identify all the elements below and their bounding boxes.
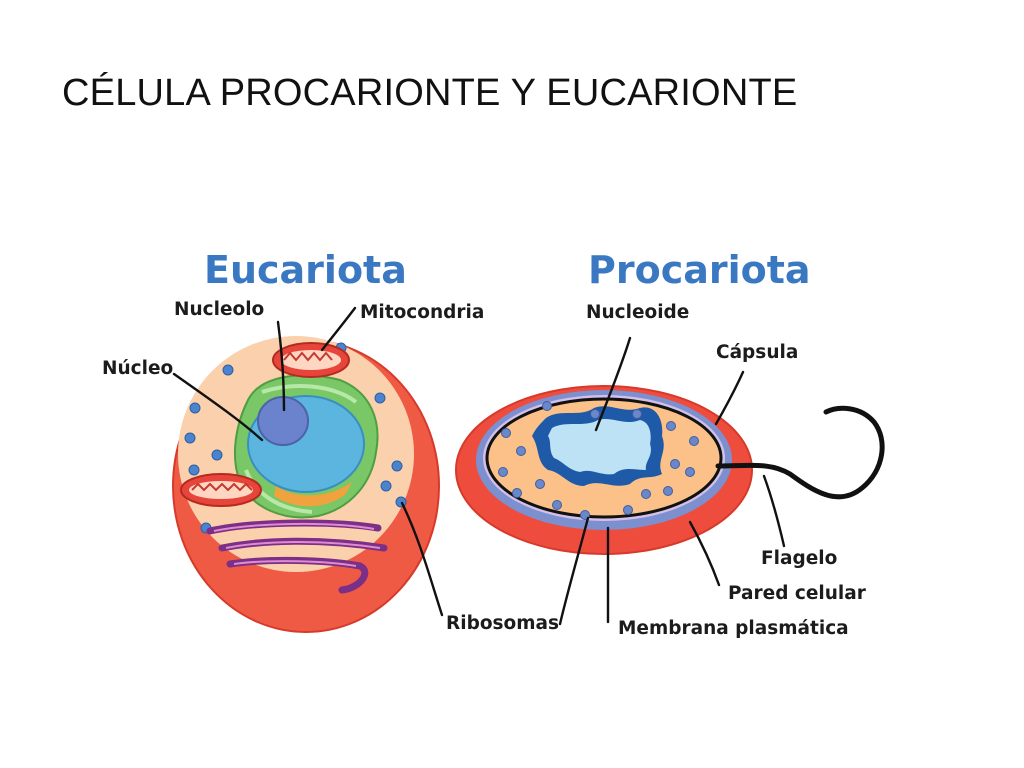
flagellum — [715, 405, 885, 500]
leader-nucleolo — [276, 320, 286, 412]
label-membrana-plasmatica: Membrana plasmática — [618, 618, 849, 639]
prokaryotic-cell — [455, 385, 885, 555]
label-mitocondria: Mitocondria — [360, 302, 484, 323]
prokaryote-heading: Procariota — [588, 248, 811, 292]
leader-ribosomas — [400, 501, 444, 617]
label-nucleoide: Nucleoide — [586, 302, 689, 323]
mitochondrion-left — [180, 473, 262, 507]
ribosomes-eukaryote — [184, 342, 407, 534]
leader-nucleoide — [594, 336, 632, 432]
label-nucleo: Núcleo — [102, 358, 173, 379]
leader-pared-celular — [688, 520, 721, 587]
leader-mitocondria — [320, 306, 357, 352]
label-ribosomas: Ribosomas — [446, 613, 559, 634]
label-capsula: Cápsula — [716, 342, 798, 363]
leader-nucleo — [172, 372, 264, 442]
leader-flagelo — [762, 474, 786, 548]
slide-title: CÉLULA PROCARIONTE Y EUCARIONTE — [62, 72, 798, 114]
label-pared-celular: Pared celular — [728, 583, 867, 604]
leader-capsula — [714, 370, 745, 426]
label-flagelo: Flagelo — [761, 548, 837, 569]
eukaryotic-cell — [172, 336, 440, 633]
mitochondrion-top — [272, 342, 350, 378]
leader-ribosome-prokaryote — [558, 516, 590, 626]
eukaryote-heading: Eucariota — [204, 248, 407, 292]
ribosomes-prokaryote — [498, 401, 699, 520]
label-nucleolo: Nucleolo — [174, 299, 264, 320]
